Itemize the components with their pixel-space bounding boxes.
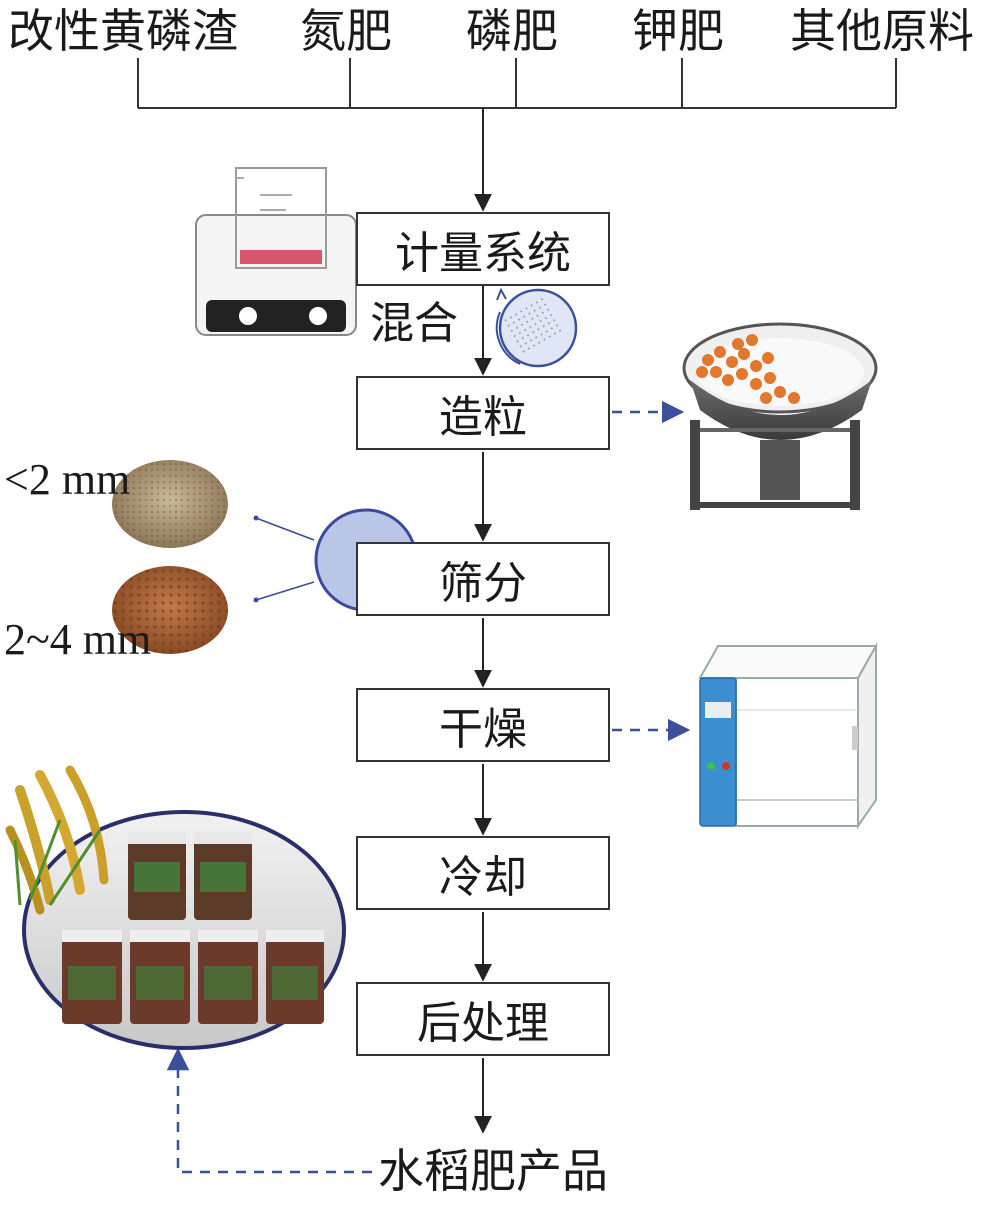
- coarse-granule-sample: [112, 566, 228, 654]
- input-potash-fertilizer: 钾肥: [632, 4, 724, 58]
- dashed-arrows: [166, 400, 691, 1174]
- oven-icon: [698, 642, 878, 830]
- input-modified-slag: 改性黄磷渣: [8, 4, 238, 58]
- balance-icon: [195, 167, 357, 336]
- rice-plant-icon: [5, 765, 109, 915]
- step-mixing-label: 混合: [370, 298, 458, 349]
- fine-size-label: <2 mm: [4, 455, 131, 504]
- step-cooling-box: 冷却: [356, 836, 610, 910]
- mixer-icon: [495, 287, 578, 368]
- granulator-pan-icon: [682, 322, 878, 510]
- step-post-treatment-box: 后处理: [356, 982, 610, 1056]
- step-granulation-box: 造粒: [356, 376, 610, 450]
- final-product-label: 水稻肥产品: [378, 1144, 608, 1198]
- input-collector-bracket: [137, 58, 897, 109]
- step-metering-box: 计量系统: [356, 212, 610, 286]
- input-nitrogen-fertilizer: 氮肥: [300, 4, 392, 58]
- product-photo-icon: [5, 765, 346, 1050]
- step-screening-box: 筛分: [356, 542, 610, 616]
- fine-granule-sample: [112, 460, 228, 548]
- coarse-size-label: 2~4 mm: [4, 615, 152, 664]
- input-phosphate-fertilizer: 磷肥: [466, 4, 558, 58]
- input-other-materials: 其他原料: [790, 4, 974, 58]
- step-drying-box: 干燥: [356, 688, 610, 762]
